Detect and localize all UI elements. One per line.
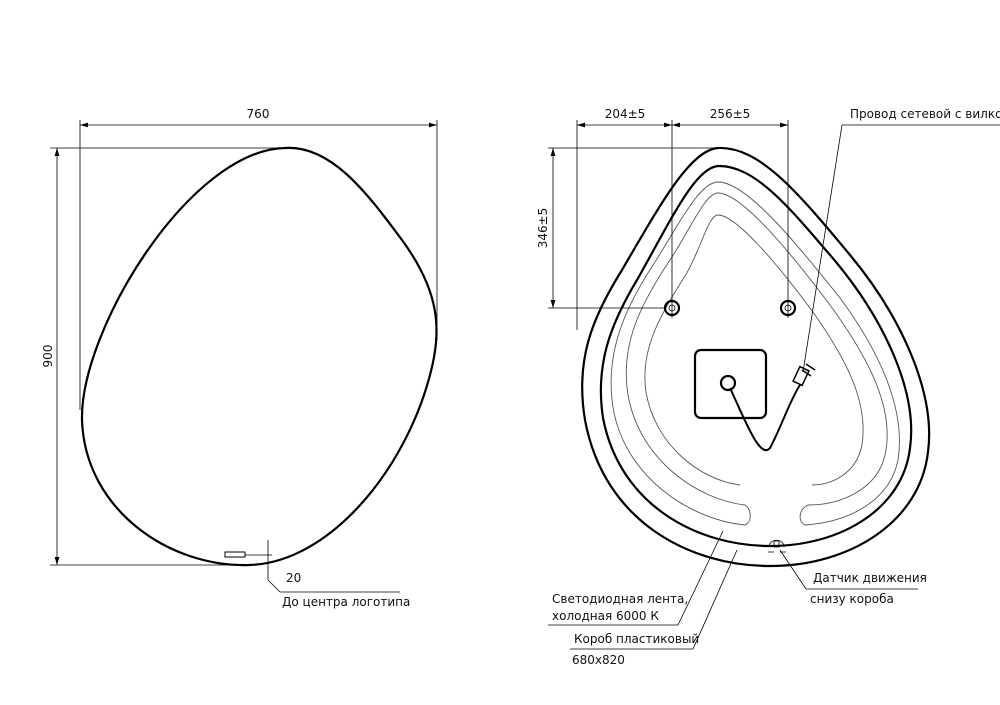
- sensor-label-line1: Датчик движения: [813, 571, 927, 585]
- logo-offset-dimension: 20: [286, 571, 301, 585]
- driver-box: [693, 348, 768, 420]
- cable-label: Провод сетевой с вилкой: [850, 107, 1000, 121]
- hole-height-dimension: 346±5: [536, 208, 550, 249]
- box-label-line1: Короб пластиковый: [574, 632, 699, 646]
- logo-note: До центра логотипа: [282, 595, 410, 609]
- led-label-line1: Светодиодная лента,: [552, 592, 688, 606]
- left-hole-dimension: 204±5: [605, 107, 646, 121]
- power-cable: [729, 384, 801, 452]
- front-view: 760 900 20 До центра логотипа: [41, 107, 438, 609]
- width-dimension: 760: [247, 107, 270, 121]
- box-outline-inner: [599, 164, 913, 548]
- led-strip: [625, 192, 888, 506]
- hole-spacing-dimension: 256±5: [710, 107, 751, 121]
- mirror-outline: [80, 146, 438, 567]
- box-label-line2: 680x820: [572, 653, 625, 667]
- led-label-line2: холодная 6000 К: [552, 609, 659, 623]
- cable-outlet: [719, 374, 737, 392]
- height-dimension: 900: [41, 345, 55, 368]
- back-view: 204±5 256±5 346±5 Провод сетевой с вилко…: [536, 107, 1000, 667]
- box-outline-outer: [581, 146, 931, 568]
- logo-mark: [224, 551, 246, 558]
- sensor-label-line2: снизу короба: [810, 592, 894, 606]
